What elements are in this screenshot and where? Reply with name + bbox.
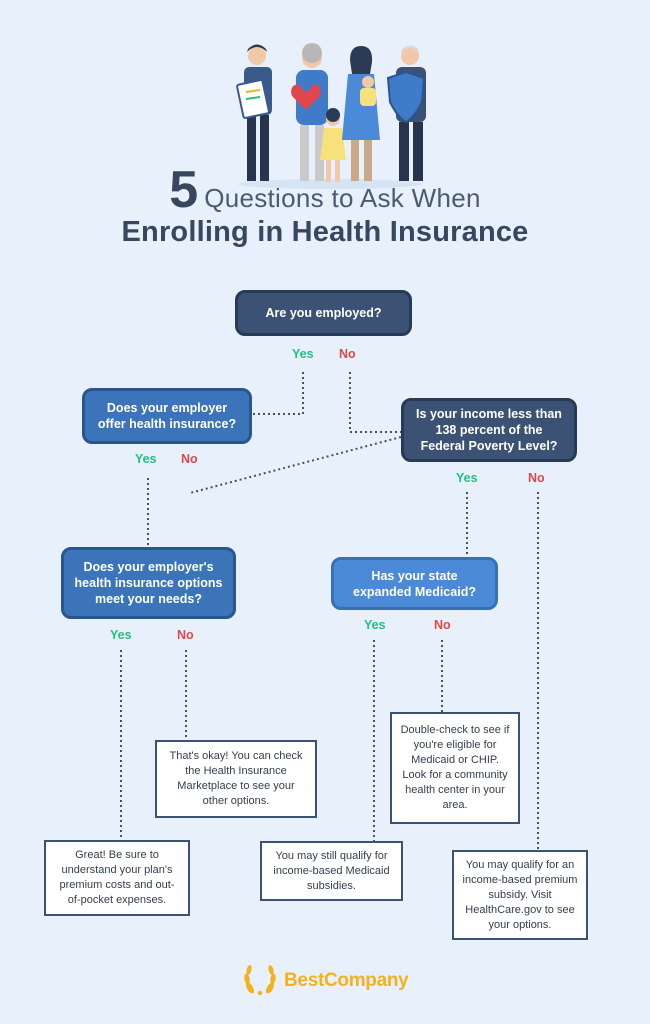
label-medicaid-yes: Yes [364,618,386,632]
label-medicaid-no: No [434,618,451,632]
title-subtitle: Questions to Ask When [204,183,481,213]
question-medicaid: Has your state expanded Medicaid? [331,557,498,610]
answer-subsidy: You may qualify for an income-based prem… [452,850,588,940]
laurel-icon [242,964,278,998]
connector-employed-no [350,372,401,432]
label-offer-no: No [181,452,198,466]
answer-great: Great! Be sure to understand your plan's… [44,840,190,916]
brand-logo: BestCompany [242,964,412,998]
brand-name: BestCompany [284,970,408,992]
answer-marketplace: That's okay! You can check the Health In… [155,740,317,818]
question-employed: Are you employed? [235,290,412,336]
connector-income-to-offer-no [190,437,401,493]
answer-double-check: Double-check to see if you're eligible f… [390,712,520,824]
title-number: 5 [169,161,198,219]
question-income: Is your income less than 138 percent of … [401,398,577,462]
label-employed-no: No [339,347,356,361]
label-options-no: No [177,628,194,642]
question-employer-offer: Does your employer offer health insuranc… [82,388,252,444]
connector-employed-yes [252,372,303,414]
label-income-yes: Yes [456,471,478,485]
answer-medicaid-subsidies: You may still qualify for income-based M… [260,841,403,901]
label-employed-yes: Yes [292,347,314,361]
label-options-yes: Yes [110,628,132,642]
label-offer-yes: Yes [135,452,157,466]
question-options-needs: Does your employer's health insurance op… [61,547,236,619]
label-income-no: No [528,471,545,485]
page-title: Enrolling in Health Insurance [0,216,650,249]
